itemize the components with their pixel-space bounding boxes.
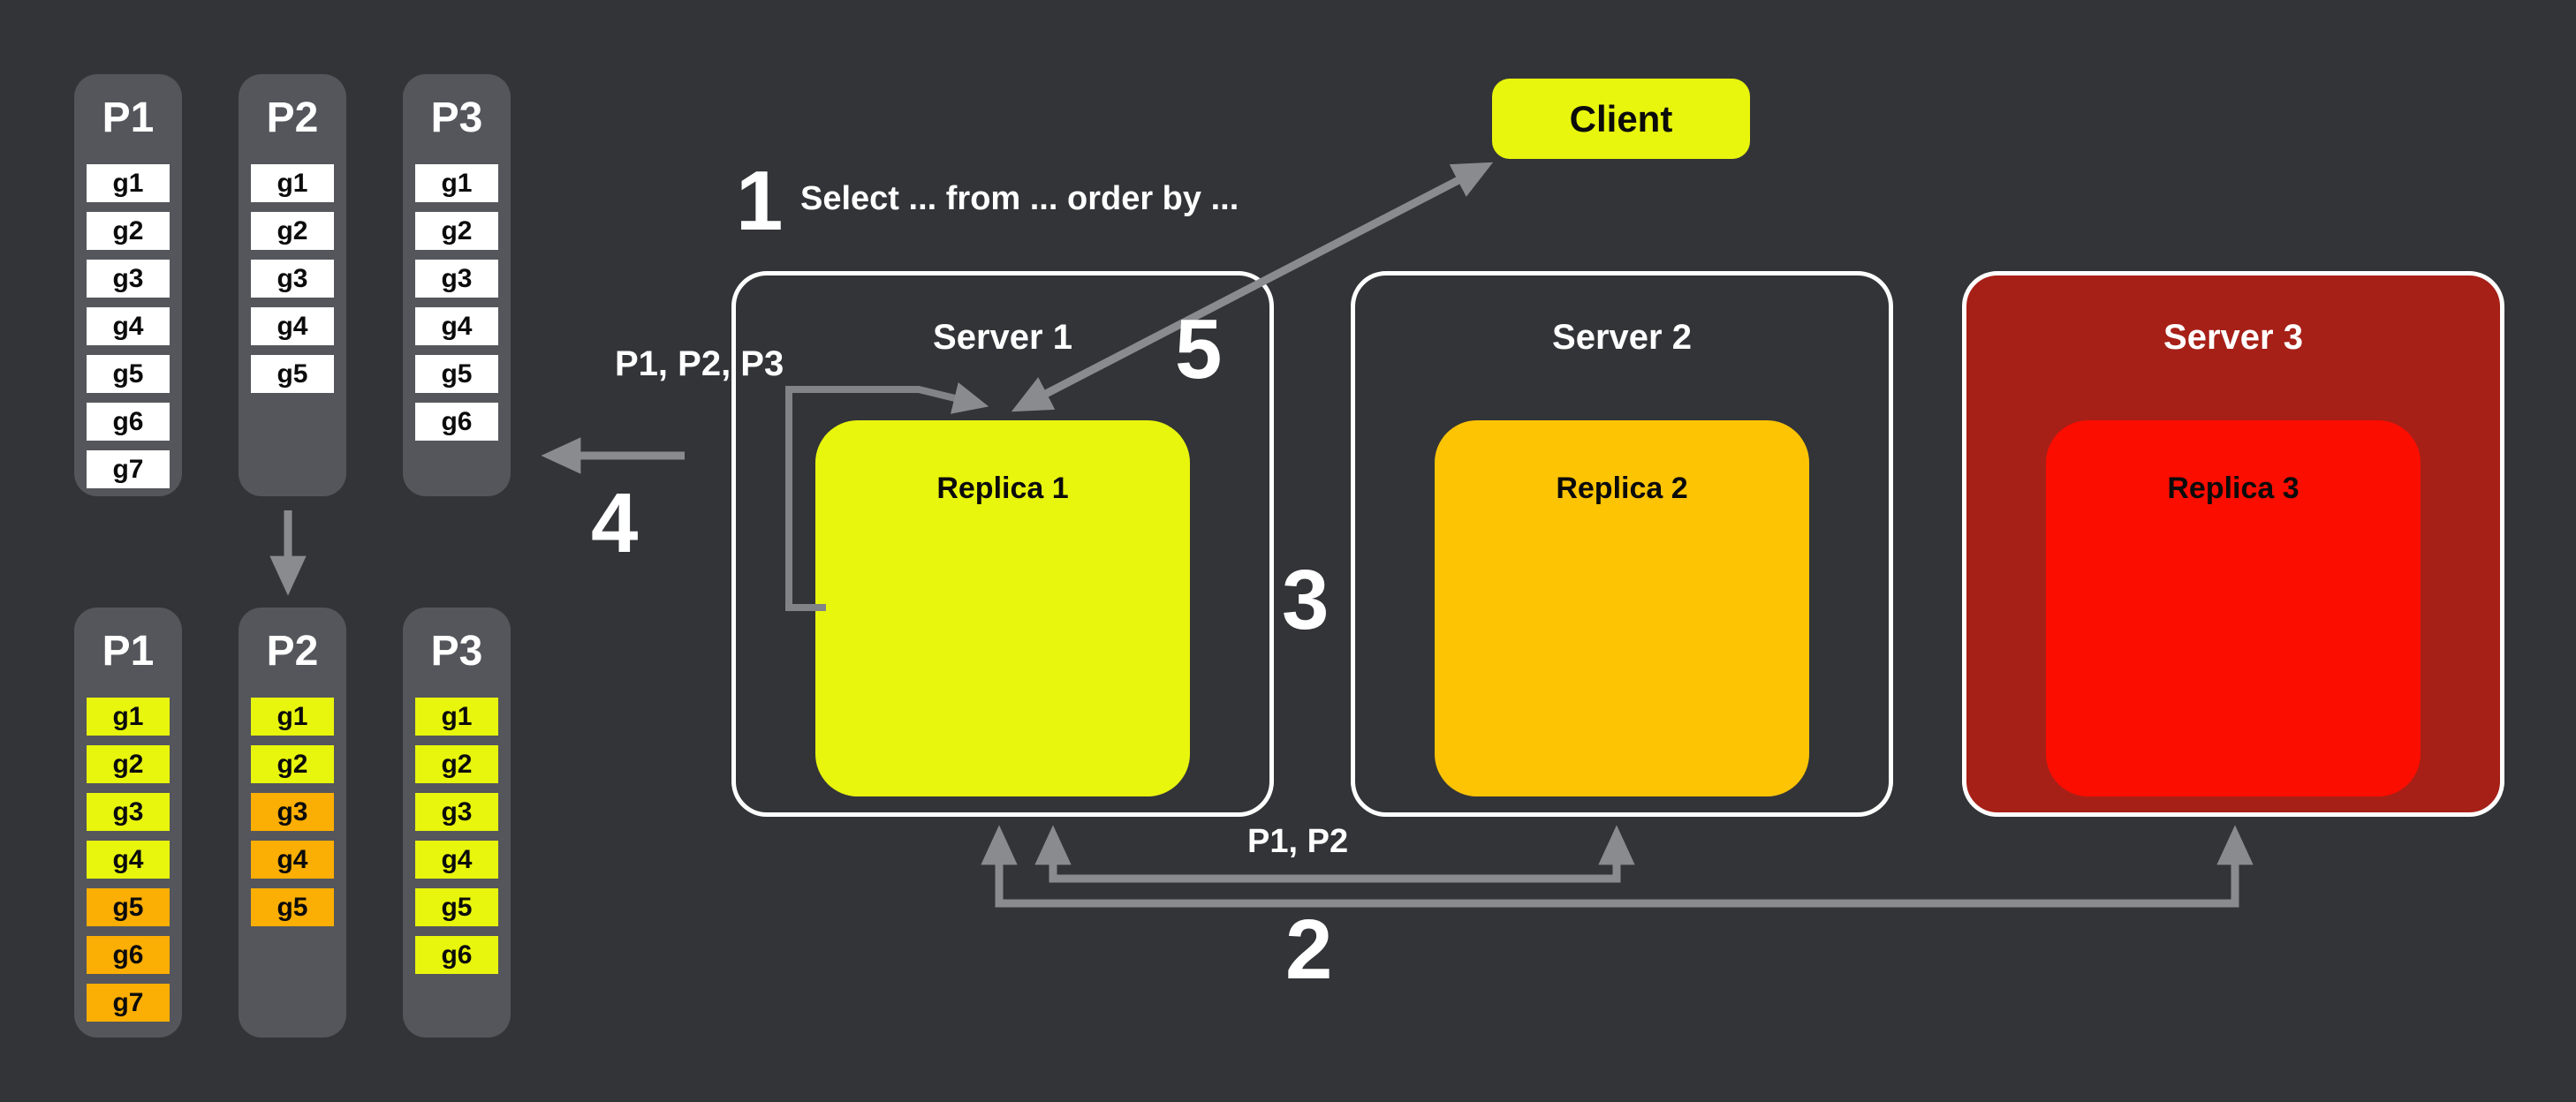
server-title: Server 2: [1552, 318, 1692, 357]
group-cell: g6: [87, 936, 170, 974]
group-cell: g3: [415, 260, 498, 298]
step-4-number: 4: [591, 476, 639, 570]
group-cell: g3: [415, 793, 498, 831]
group-list: g1 g2 g3 g4 g5 g6 g7: [87, 164, 170, 488]
group-cell: g4: [87, 841, 170, 879]
partition-before-p2: P2 g1 g2 g3 g4 g5: [239, 74, 346, 496]
group-cell: g1: [87, 698, 170, 736]
partitions-to-server2-label: P1, P2: [1247, 823, 1349, 860]
group-cell: g6: [87, 403, 170, 441]
replica-2: Replica 2: [1435, 420, 1809, 796]
step-5-number: 5: [1175, 302, 1223, 396]
partition-title: P1: [102, 628, 155, 675]
group-cell: g2: [251, 745, 334, 783]
group-cell: g4: [415, 307, 498, 345]
group-cell: g2: [251, 212, 334, 250]
group-cell: g5: [415, 888, 498, 926]
group-cell: g1: [415, 698, 498, 736]
group-cell: g3: [87, 260, 170, 298]
group-cell: g4: [251, 841, 334, 879]
group-cell: g2: [87, 745, 170, 783]
group-cell: g1: [87, 164, 170, 202]
group-cell: g5: [87, 355, 170, 393]
partition-title: P2: [266, 628, 319, 675]
group-cell: g1: [251, 164, 334, 202]
group-cell: g4: [251, 307, 334, 345]
group-cell: g3: [251, 793, 334, 831]
step-2-number: 2: [1285, 902, 1333, 997]
group-cell: g5: [251, 888, 334, 926]
group-cell: g5: [415, 355, 498, 393]
group-cell: g1: [415, 164, 498, 202]
partition-title: P3: [430, 94, 483, 141]
partition-after-p1: P1 g1 g2 g3 g4 g5 g6 g7: [74, 608, 182, 1038]
group-cell: g3: [251, 260, 334, 298]
group-cell: g2: [415, 212, 498, 250]
group-cell: g4: [87, 307, 170, 345]
replica-title: Replica 1: [936, 472, 1069, 505]
group-cell: g6: [415, 936, 498, 974]
replica-3: Replica 3: [2046, 420, 2421, 796]
group-cell: g7: [87, 450, 170, 488]
partition-after-p3: P3 g1 g2 g3 g4 g5 g6: [403, 608, 511, 1038]
partition-title: P2: [266, 94, 319, 141]
partition-before-p3: P3 g1 g2 g3 g4 g5 g6: [403, 74, 511, 496]
group-list: g1 g2 g3 g4 g5: [251, 164, 334, 393]
arrow-step2-inner: [1034, 825, 1635, 883]
group-cell: g7: [87, 984, 170, 1022]
server-title: Server 3: [2163, 318, 2303, 357]
partition-title: P1: [102, 94, 155, 141]
group-cell: g6: [415, 403, 498, 441]
server-2: Server 2 Replica 2: [1351, 271, 1893, 817]
arrow-step2-outer: [981, 825, 2254, 908]
partition-after-p2: P2 g1 g2 g3 g4 g5: [239, 608, 346, 1038]
step-1-number: 1: [736, 154, 784, 248]
group-list: g1 g2 g3 g4 g5: [251, 698, 334, 926]
group-cell: g2: [415, 745, 498, 783]
group-list: g1 g2 g3 g4 g5 g6 g7: [87, 698, 170, 1022]
group-list: g1 g2 g3 g4 g5 g6: [415, 164, 498, 441]
group-cell: g2: [87, 212, 170, 250]
group-cell: g1: [251, 698, 334, 736]
step-1-query-label: Select ... from ... order by ...: [800, 180, 1239, 217]
group-cell: g3: [87, 793, 170, 831]
server-3: Server 3 Replica 3: [1962, 271, 2504, 817]
client-box: Client: [1492, 79, 1750, 159]
group-list: g1 g2 g3 g4 g5 g6: [415, 698, 498, 974]
partitions-to-server1-label: P1, P2, P3: [615, 344, 784, 383]
partition-before-p1: P1 g1 g2 g3 g4 g5 g6 g7: [74, 74, 182, 496]
partition-title: P3: [430, 628, 483, 675]
replica-1: Replica 1: [815, 420, 1190, 796]
group-cell: g5: [251, 355, 334, 393]
step-3-number: 3: [1282, 553, 1330, 647]
replica-title: Replica 3: [2167, 472, 2299, 505]
group-cell: g5: [87, 888, 170, 926]
group-cell: g4: [415, 841, 498, 879]
replica-title: Replica 2: [1556, 472, 1688, 505]
